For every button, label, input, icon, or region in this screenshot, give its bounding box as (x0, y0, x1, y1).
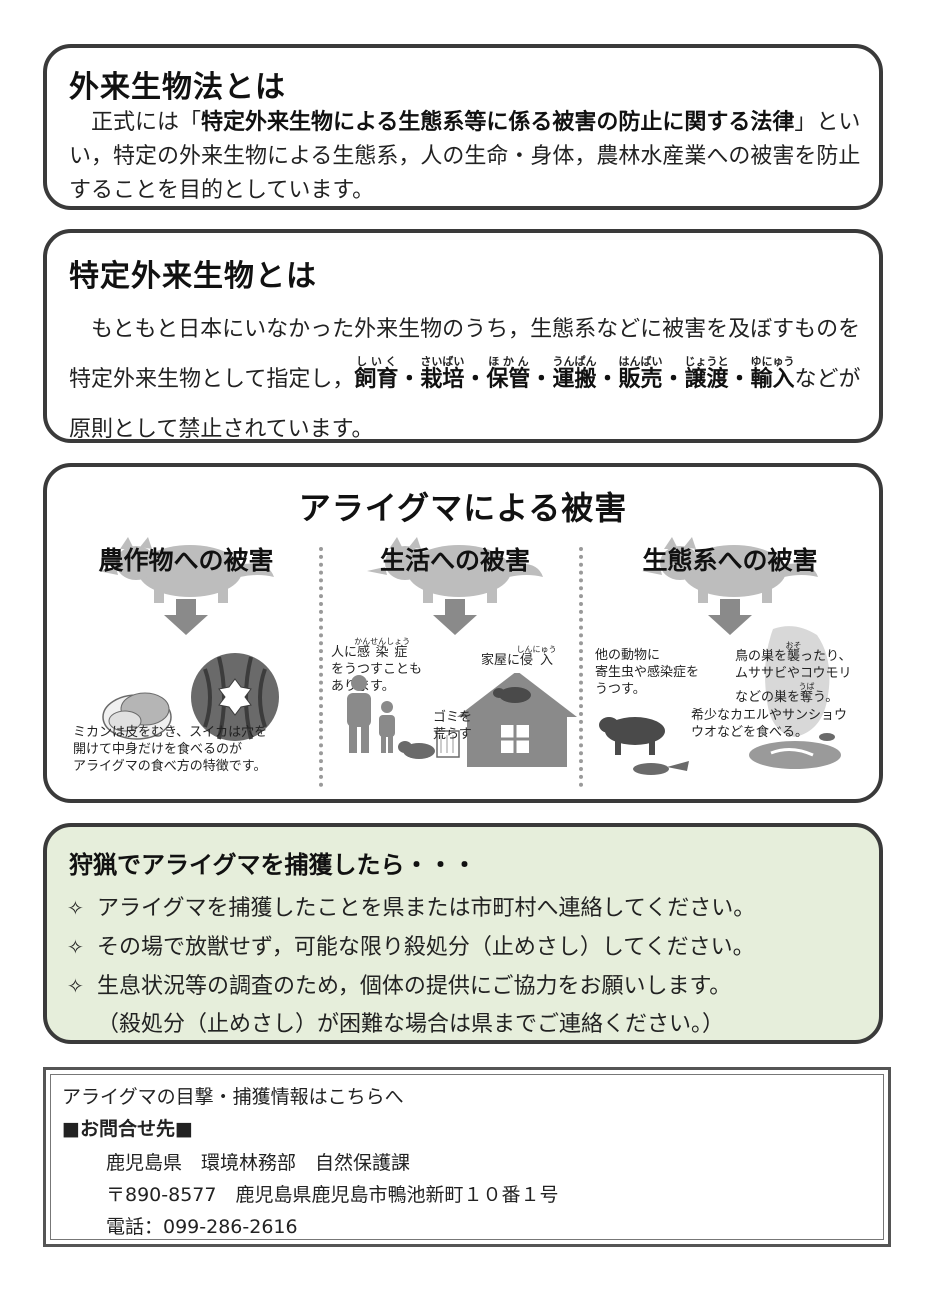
diamond-bullet-icon: ✧ (67, 974, 84, 998)
list-item: ✧その場で放獣せず，可能な限り殺処分（止めさし）してください。 (67, 928, 869, 967)
diamond-bullet-icon: ✧ (67, 935, 84, 959)
crop-damage-column: 農作物への被害 ミカンは皮をむき、スイカは穴を 開けて中身だけを食べるのが アラ… (61, 537, 311, 782)
law-text: 正式には「特定外来生物による生態系等に係る被害の防止に関する法律」といい，特定の… (69, 106, 865, 208)
ecosystem-illustration (599, 626, 841, 775)
list-item: ✧生息状況等の調査のため，個体の提供にご協力をお願いします。 (67, 967, 869, 1006)
action-cultivation: 栽培さいばい (420, 355, 465, 392)
diamond-bullet-icon: ✧ (67, 896, 84, 920)
contact-phone: 電話：099-286-2616 (106, 1216, 298, 1238)
column-divider (579, 547, 583, 787)
law-title: 外来生物法とは (69, 70, 286, 105)
law-formal-name: 特定外来生物による生態系等に係る被害の防止に関する法律 (201, 110, 795, 135)
life-damage-illustration (347, 673, 577, 767)
caption-line: 開けて中身だけを食べるのが (73, 742, 243, 757)
people-icon (347, 675, 395, 753)
damage-section: アライグマによる被害 農作物への被害 (43, 463, 883, 803)
down-arrow-icon (433, 599, 477, 635)
action-rearing: 飼育しいく (354, 355, 399, 392)
trash-text: ゴミを 荒らす (433, 710, 473, 742)
specified-species-section: 特定外来生物とは もともと日本にいなかった外来生物のうち，生態系などに被害を及ぼ… (43, 229, 883, 443)
raccoon-silhouette-icon (98, 537, 274, 603)
law-section: 外来生物法とは 正式には「特定外来生物による生態系等に係る被害の防止に関する法律… (43, 44, 883, 210)
crop-damage-heading: 農作物への被害 (98, 546, 274, 575)
action-transport: 運搬うんぱん (552, 355, 597, 392)
ecosystem-damage-column: 生態系への被害 他の動物に 寄生虫や感染症を うつす。 鳥の巣を襲おそったり、 … (595, 537, 865, 782)
house-invasion-text: 家屋に侵入しんにゅう (481, 645, 557, 668)
action-sale: 販売はんばい (618, 355, 663, 392)
law-text-post: 」といい，特定の外来生物による生態系，人の生命・身体，農林水産業への被害を防止す… (69, 110, 861, 203)
specified-species-text-pre: もともと日本にいなかった外来生物のうち，生態系などに被害を及ぼすものを特定外来生… (69, 317, 861, 392)
action-transfer: 譲渡じょうと (684, 355, 729, 392)
column-divider (319, 547, 323, 787)
ecosystem-damage-heading: 生態系への被害 (642, 546, 818, 575)
contact-address: 〒890-8577 鹿児島県鹿児島市鴨池新町１０番１号 (106, 1184, 559, 1206)
life-damage-column: 生活への被害 人に感染症かんせんしょう をうつすことも あります。 家屋に侵入し… (329, 537, 581, 782)
contact-box: アライグマの目撃・捕獲情報はこちらへ ■お問合せ先■ 鹿児島県 環境林務部 自然… (43, 1067, 891, 1247)
hunting-capture-title: 狩猟でアライグマを捕獲したら・・・ (69, 851, 477, 879)
parasite-text: 他の動物に 寄生虫や感染症を うつす。 (595, 648, 700, 697)
mikan-watermelon-illustration (102, 653, 279, 741)
raccoon-silhouette-icon (642, 537, 818, 603)
action-storage: 保管ほかん (486, 355, 531, 392)
raccoon-silhouette-icon (367, 537, 543, 603)
law-text-pre: 正式には「 (91, 110, 202, 135)
down-arrow-icon (708, 599, 752, 635)
list-item: ✧アライグマを捕獲したことを県または市町村へ連絡してください。 (67, 889, 869, 928)
specified-species-text-post: などが原則として禁止されています。 (69, 367, 861, 442)
action-import: 輸入ゆにゅう (750, 355, 795, 392)
hunting-capture-section: 狩猟でアライグマを捕獲したら・・・ ✧アライグマを捕獲したことを県または市町村へ… (43, 823, 883, 1044)
specified-species-title: 特定外来生物とは (69, 259, 317, 294)
specified-species-text: もともと日本にいなかった外来生物のうち，生態系などに被害を及ぼすものを特定外来生… (69, 317, 861, 442)
contact-intro: アライグマの目撃・捕獲情報はこちらへ (62, 1086, 404, 1108)
caption-line: ミカンは皮をむき、スイカは穴を (73, 725, 268, 740)
hunting-capture-list: ✧アライグマを捕獲したことを県または市町村へ連絡してください。 ✧その場で放獣せ… (67, 889, 869, 1044)
list-note: （殺処分（止めさし）が困難な場合は県までご連絡ください。） (97, 1012, 725, 1037)
contact-heading: ■お問合せ先■ (62, 1118, 193, 1140)
damage-title: アライグマによる被害 (298, 489, 628, 527)
down-arrow-icon (164, 599, 208, 635)
rare-species-text: 希少なカエルやサンショウ ウオなどを食べる。 (691, 708, 848, 740)
life-damage-heading: 生活への被害 (379, 546, 530, 575)
crop-damage-caption: ミカンは皮をむき、スイカは穴を 開けて中身だけを食べるのが アライグマの食べ方の… (73, 724, 267, 775)
contact-organization: 鹿児島県 環境林務部 自然保護課 (106, 1152, 411, 1174)
caption-line: アライグマの食べ方の特徴です。 (73, 759, 267, 774)
nest-attack-text: 鳥の巣を襲おそったり、 ムササビやコウモリ などの巣を奪うばう。 (735, 641, 852, 705)
